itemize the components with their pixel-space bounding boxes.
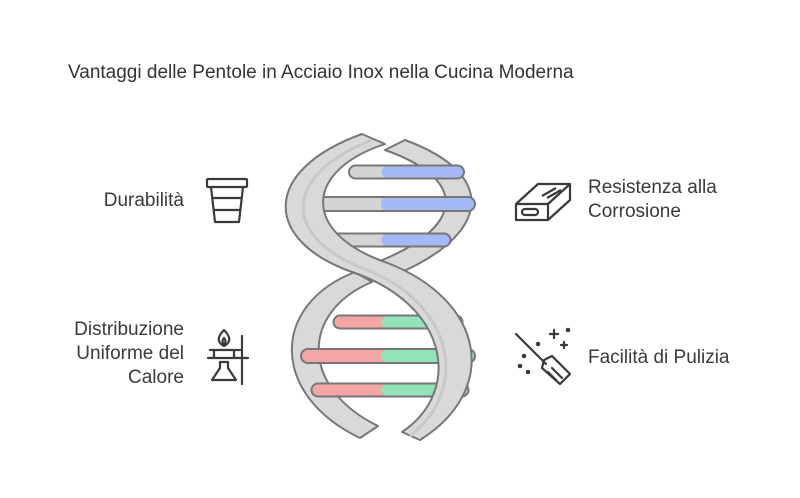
sparkle-broom-icon <box>514 327 572 386</box>
metal-bar-icon <box>514 182 572 222</box>
label-corrosion-resistance: Resistenza alla Corrosione <box>588 177 717 222</box>
burner-flask-icon <box>206 328 250 386</box>
helix-strand-front <box>284 133 473 441</box>
label-durability: Durabilità <box>103 190 184 211</box>
helix-strand-back-bottom <box>290 271 379 439</box>
rung-1-outline <box>348 164 465 180</box>
helix-strand-front-inner <box>301 138 448 438</box>
rung-6-outline <box>310 382 470 398</box>
container-icon <box>205 177 249 224</box>
page-title: Vantaggi delle Pentole in Acciaio Inox n… <box>68 62 574 83</box>
rung-5-outline <box>300 348 476 364</box>
label-heat-distribution: Distribuzione Uniforme del Calore <box>74 319 184 388</box>
label-easy-cleaning: Facilità di Pulizia <box>588 347 730 368</box>
